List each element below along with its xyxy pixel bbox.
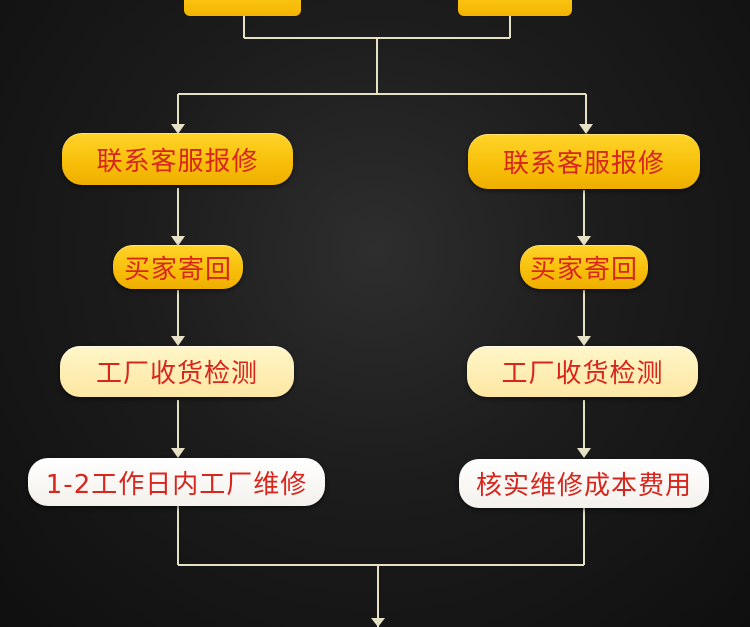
- right-step-contact-service: 联系客服报修: [468, 134, 700, 189]
- top-node-left: [184, 0, 301, 16]
- arrow-right-3: [577, 336, 591, 346]
- arrow-right-branch: [579, 124, 593, 134]
- top-node-right: [458, 0, 572, 16]
- left-step-buyer-return-label: 买家寄回: [123, 254, 232, 285]
- right-step-verify-cost-label: 核实维修成本费用: [475, 471, 692, 501]
- arrow-left-4: [171, 448, 185, 458]
- left-step-buyer-return: 买家寄回: [113, 245, 243, 289]
- right-step-buyer-return-label: 买家寄回: [529, 254, 638, 285]
- arrow-left-3: [171, 336, 185, 346]
- arrow-bottom: [371, 618, 385, 627]
- left-step-factory-inspect-label: 工厂收货检测: [95, 359, 258, 389]
- left-step-factory-repair-label: 1-2工作日内工厂维修: [45, 469, 308, 500]
- arrow-left-2: [171, 236, 185, 246]
- arrow-right-4: [577, 448, 591, 458]
- right-step-factory-inspect-label: 工厂收货检测: [501, 359, 664, 389]
- right-step-verify-cost: 核实维修成本费用: [459, 459, 709, 508]
- arrow-left-branch: [171, 124, 185, 134]
- left-step-contact-service: 联系客服报修: [62, 133, 293, 185]
- right-step-contact-service-label: 联系客服报修: [502, 149, 665, 179]
- left-step-factory-inspect: 工厂收货检测: [60, 346, 294, 397]
- left-step-contact-service-label: 联系客服报修: [96, 146, 259, 177]
- right-step-buyer-return: 买家寄回: [520, 245, 648, 289]
- right-step-factory-inspect: 工厂收货检测: [467, 346, 698, 397]
- arrowheads: [171, 124, 593, 627]
- arrow-right-2: [577, 236, 591, 246]
- left-step-factory-repair: 1-2工作日内工厂维修: [28, 458, 325, 506]
